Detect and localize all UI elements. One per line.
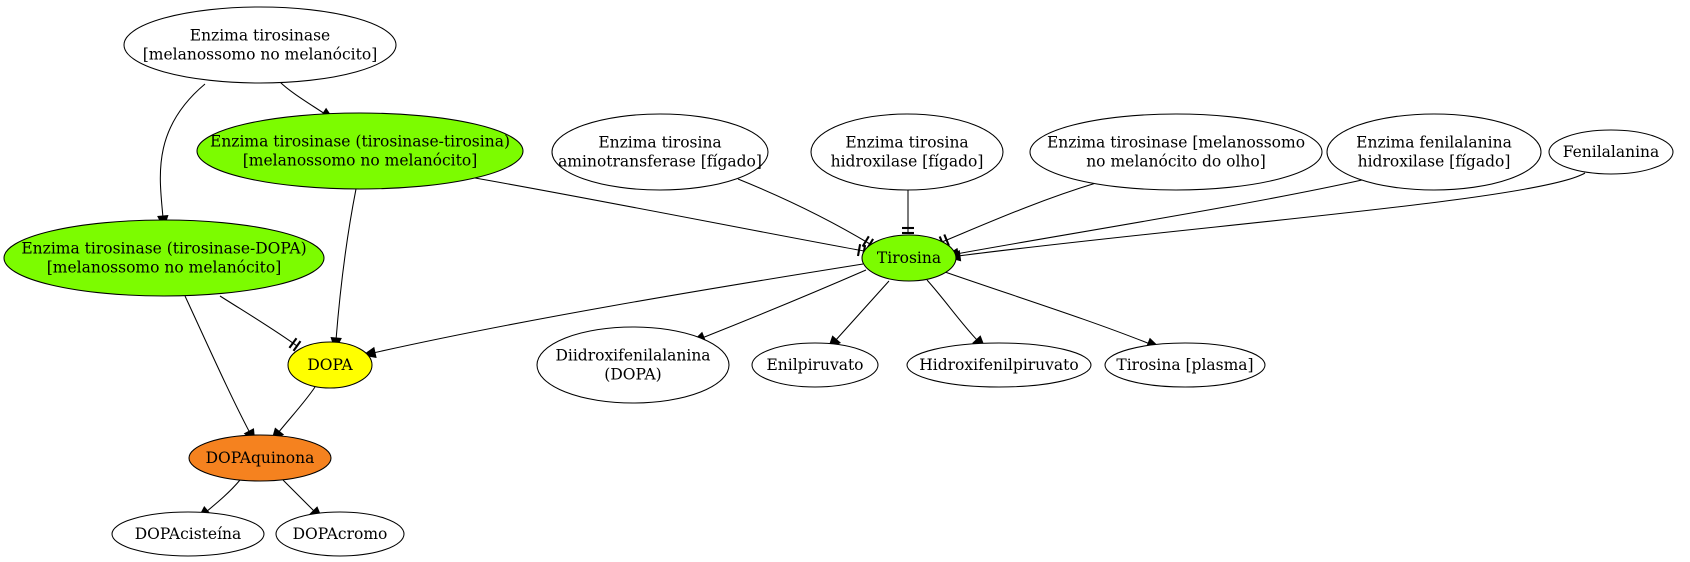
edge-line bbox=[335, 188, 357, 341]
node-ellipse bbox=[551, 113, 769, 191]
node-ellipse bbox=[861, 234, 957, 282]
edge-line bbox=[282, 479, 316, 513]
node-label-line: DOPAcisteína bbox=[135, 525, 242, 543]
node-label-line: [melanossomo no melanócito] bbox=[143, 46, 378, 64]
edge-enz_pah-to-tyrosine bbox=[944, 179, 1363, 260]
node-hidroxifenilpiruvato: Hidroxifenilpiruvato bbox=[906, 342, 1092, 388]
edge-line bbox=[955, 179, 1363, 255]
nodes-layer: Enzima tirosinase[melanossomo no melanóc… bbox=[3, 6, 1674, 557]
edge-enz_th-to-tyrosine bbox=[902, 190, 914, 235]
node-dopa: DOPA bbox=[287, 341, 373, 389]
node-enz-tyr-tyr: Enzima tirosinase (tirosinase-tirosina)[… bbox=[196, 112, 524, 190]
node-ellipse bbox=[751, 342, 879, 388]
node-ellipse bbox=[275, 511, 405, 557]
node-label-line: Enzima tirosinase bbox=[190, 27, 330, 45]
edge-enz_tyr_dopa-to-dopaquinona bbox=[184, 295, 256, 443]
edge-line bbox=[701, 269, 867, 339]
node-ellipse bbox=[287, 341, 373, 389]
node-label-line: aminotransferase [fígado] bbox=[558, 153, 762, 171]
edge-tyrosine-to-tyr_plasma bbox=[944, 271, 1161, 349]
edge-line bbox=[957, 172, 1586, 257]
node-label-line: Fenilalanina bbox=[1563, 143, 1660, 161]
edge-line bbox=[184, 295, 251, 434]
node-label-line: DOPAcromo bbox=[293, 525, 388, 543]
node-phe: Fenilalanina bbox=[1548, 129, 1674, 175]
node-dopacisteina: DOPAcisteína bbox=[111, 511, 265, 557]
node-label-line: Enzima tirosinase (tirosinase-DOPA) bbox=[21, 240, 306, 258]
edge-line bbox=[219, 295, 298, 347]
node-ellipse bbox=[196, 112, 524, 190]
node-ellipse bbox=[1548, 129, 1674, 175]
edge-line bbox=[737, 178, 871, 245]
edge-line bbox=[926, 279, 979, 342]
edge-enz_tyr_tyr-to-dopa bbox=[330, 188, 357, 352]
node-ellipse bbox=[1326, 113, 1542, 191]
tee-bar bbox=[943, 234, 950, 247]
node-ellipse bbox=[1029, 113, 1323, 191]
node-ellipse bbox=[536, 326, 730, 404]
edge-tyrosine-to-dihydroxy bbox=[691, 269, 867, 343]
node-label-line: no melanócito do olho] bbox=[1086, 153, 1266, 171]
edge-line bbox=[834, 280, 890, 342]
node-ellipse bbox=[123, 6, 397, 84]
node-label-line: Enilpiruvato bbox=[766, 356, 863, 374]
node-label-line: Tirosina bbox=[877, 249, 941, 267]
node-label-line: hidroxilase [fígado] bbox=[1358, 153, 1511, 171]
node-ellipse bbox=[1104, 342, 1266, 388]
edge-line bbox=[944, 271, 1151, 345]
node-label-line: Enzima tirosinase [melanossomo bbox=[1047, 134, 1305, 152]
node-enilpiruvato: Enilpiruvato bbox=[751, 342, 879, 388]
node-dopaquinona: DOPAquinona bbox=[188, 434, 332, 482]
node-label-line: (DOPA) bbox=[604, 366, 661, 384]
node-dopacromo: DOPAcromo bbox=[275, 511, 405, 557]
node-label-line: Enzima fenilalanina bbox=[1356, 134, 1512, 152]
node-tyr-plasma: Tirosina [plasma] bbox=[1104, 342, 1266, 388]
edge-phe-to-tyrosine bbox=[946, 172, 1586, 262]
node-label-line: [melanossomo no melanócito] bbox=[243, 152, 478, 170]
node-label-line: Diidroxifenilalanina bbox=[555, 347, 710, 365]
node-ellipse bbox=[188, 434, 332, 482]
node-label-line: Hidroxifenilpiruvato bbox=[919, 356, 1078, 374]
edge-tyrosine-to-enilpiruvato bbox=[827, 280, 890, 350]
edge-line bbox=[941, 182, 1097, 243]
node-label-line: Enzima tirosina bbox=[845, 134, 968, 152]
node-dihydroxy: Diidroxifenilalanina(DOPA) bbox=[536, 326, 730, 404]
node-enz-tyr: Enzima tirosinase[melanossomo no melanóc… bbox=[123, 6, 397, 84]
node-ellipse bbox=[111, 511, 265, 557]
tee-bar bbox=[856, 244, 862, 257]
node-ellipse bbox=[906, 342, 1092, 388]
node-enz-tyr-dopa: Enzima tirosinase (tirosinase-DOPA)[mela… bbox=[3, 219, 325, 297]
node-ellipse bbox=[810, 113, 1004, 191]
node-ellipse bbox=[3, 219, 325, 297]
edge-line bbox=[372, 263, 864, 354]
edge-line bbox=[474, 177, 865, 252]
edge-enz_tyr_dopa-to-dopa bbox=[219, 295, 302, 352]
tee-bar bbox=[292, 340, 302, 352]
node-label-line: Enzima tirosinase (tirosinase-tirosina) bbox=[210, 133, 510, 151]
tee-bar bbox=[861, 235, 870, 248]
node-label-line: Tirosina [plasma] bbox=[1116, 356, 1253, 374]
node-tyrosine: Tirosina bbox=[861, 234, 957, 282]
edge-line bbox=[205, 479, 241, 513]
edge-line bbox=[159, 83, 206, 219]
edge-enz_tat-to-tyrosine bbox=[737, 178, 874, 250]
node-label-line: hidroxilase [fígado] bbox=[831, 153, 984, 171]
edge-enz_tyr_eye-to-tyrosine bbox=[938, 182, 1097, 248]
edge-dopa-to-dopaquinona bbox=[270, 386, 316, 442]
tee-bar bbox=[288, 337, 298, 349]
node-label-line: DOPA bbox=[307, 356, 353, 374]
edge-tyrosine-to-hidroxifenilpiruvato bbox=[926, 279, 986, 350]
node-label-line: DOPAquinona bbox=[206, 449, 315, 467]
edge-line bbox=[279, 81, 326, 115]
node-label-line: Enzima tirosina bbox=[598, 134, 721, 152]
node-label-line: [melanossomo no melanócito] bbox=[47, 259, 282, 277]
edge-line bbox=[277, 386, 316, 434]
